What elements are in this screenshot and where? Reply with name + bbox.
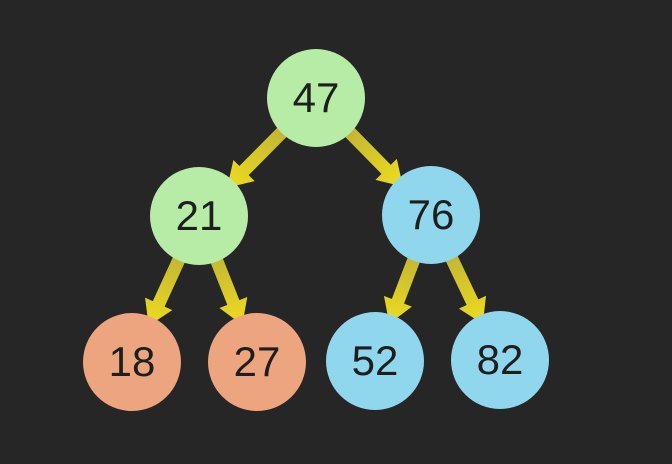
tree-node-27: 27 [208,313,306,411]
tree-node-label: 82 [476,336,524,383]
tree-node-76: 76 [382,166,480,264]
tree-node-label: 21 [175,192,223,239]
tree-node-label: 27 [233,338,281,385]
tree-node-label: 52 [351,337,399,384]
tree-node-18: 18 [83,313,181,411]
tree-node-label: 47 [292,74,340,121]
tree-node-21: 21 [150,167,248,265]
tree-node-47: 47 [267,49,365,147]
tree-node-label: 76 [407,191,455,238]
tree-node-82: 82 [451,311,549,409]
tree-node-52: 52 [326,312,424,410]
tree-node-label: 18 [108,338,156,385]
edge-arrowhead [227,159,255,188]
